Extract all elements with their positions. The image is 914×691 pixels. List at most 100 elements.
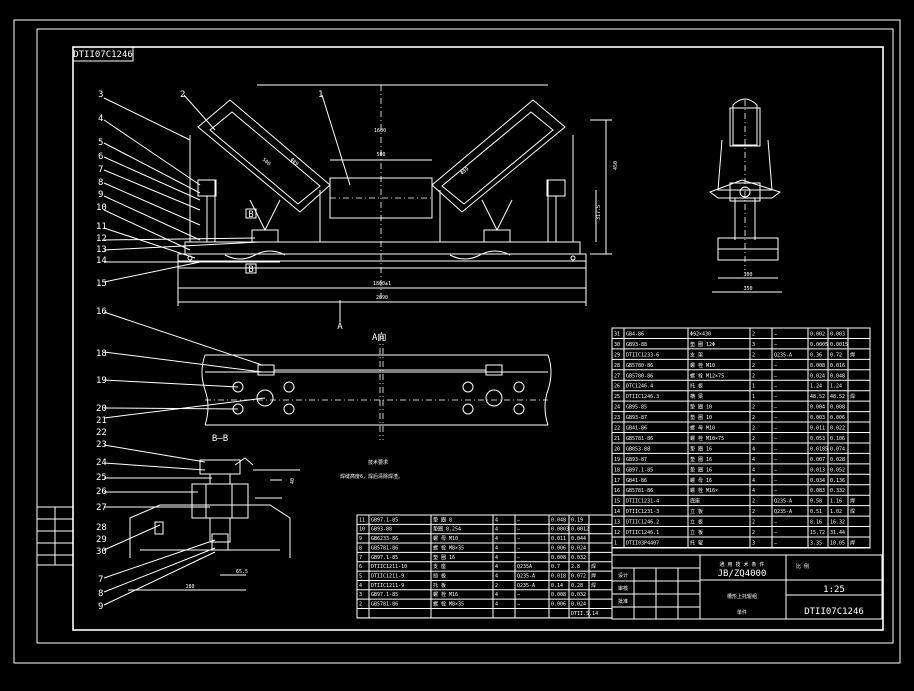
bottom-table-cell-name: 挡 板 (433, 572, 446, 579)
title-drawn: 设计 (618, 572, 628, 579)
right-table-cell-code: GB41-86 (626, 426, 647, 432)
balloon-11: 11 (96, 222, 107, 232)
tech-req-text: 焊缝高度6，焊后清除焊渣。 (340, 473, 403, 480)
right-table-cell-mat: Q235-A (774, 509, 792, 515)
bb-balloons: 23 24 25 26 27 28 29 30 7 8 9 (96, 440, 107, 612)
balloon-23: 23 (96, 440, 107, 450)
balloon-14: 14 (96, 256, 107, 266)
right-table-cell-w1: 1.24 (810, 384, 822, 390)
balloon-9: 9 (98, 190, 103, 200)
bottom-table-cell-w1: 0.008 (551, 555, 566, 561)
bottom-table-cell-qty: 4 (495, 592, 498, 598)
right-table-cell-w2: 48.52 (830, 394, 845, 400)
balloon-5: 5 (98, 138, 103, 148)
balloon-7: 7 (98, 165, 103, 175)
right-table-cell-name: 螺 栓 M10×75 (690, 435, 724, 442)
right-table-cell-w1: 0.007 (810, 457, 825, 463)
bottom-table-cell-code: GB97.1-85 (371, 592, 398, 598)
right-table-cell-note: 焊 (850, 539, 855, 546)
right-table-cell-mat: — (774, 384, 778, 390)
right-table-cell-name: 托 板 (690, 383, 703, 390)
right-table-cell-w1: 0.024 (810, 373, 825, 379)
title-general-notes: 通 用 技 术 条 件 (719, 561, 764, 568)
right-table-cell-w2: 0.136 (830, 478, 845, 484)
dim-side-300: 300 (743, 272, 752, 278)
right-table-cell-mat: Q235-A (774, 352, 792, 358)
right-table-cell-w1: 0.0185 (810, 446, 828, 452)
bottom-table-cell-code: GB93-88 (371, 527, 392, 533)
balloon-20: 20 (96, 404, 107, 414)
bottom-table-cell-w1: 0.0003 (551, 527, 569, 533)
bottom-table-cell-no: 10 (359, 527, 365, 533)
right-table-cell-w2: 0.016 (830, 363, 845, 369)
right-table-cell-no: 31 (614, 331, 620, 337)
right-table-cell-mat: — (774, 331, 778, 337)
bottom-table-cell-name: 托 板 (433, 582, 446, 589)
bottom-table-cell-mat: Q235A (517, 564, 532, 570)
balloon-19: 19 (96, 376, 107, 386)
bottom-table-cell-name: 螺 栓 M8×35 (433, 601, 464, 608)
dim-1800: 1800±1 (373, 281, 391, 287)
bottom-table-cell-no: 3 (359, 592, 362, 598)
right-table-cell-name: 垫 圈 16 (690, 456, 712, 463)
right-table-cell-no: 1 (614, 540, 617, 546)
right-table-cell-w2: 31.44 (830, 530, 845, 536)
bottom-table-cell-w1: 0.011 (551, 536, 566, 542)
right-table-cell-w2: 0.008 (830, 405, 845, 411)
right-table-cell-qty: 4 (752, 467, 755, 473)
dim-2090: 2090 (376, 295, 388, 301)
right-table-cell-w1: 15.72 (810, 530, 825, 536)
bottom-table-cell-qty: 4 (495, 602, 498, 608)
bottom-table-cell-note: 焊 (591, 563, 596, 570)
bottom-table-cell-w2: 0.28 (571, 583, 583, 589)
bottom-table-cell-w1: 0.006 (551, 545, 566, 551)
right-table-cell-mat: Q235-A (774, 499, 792, 505)
section-bb-title: B—B (212, 434, 228, 444)
right-table-cell-w2: 0.0015 (830, 342, 848, 348)
section-b-top: B (248, 210, 253, 220)
right-table-cell-no: 27 (614, 373, 620, 379)
right-table-cell-w2: 10.05 (830, 540, 845, 546)
view-a (201, 335, 552, 440)
right-table-cell-qty: 4 (752, 446, 755, 452)
right-table-cell-qty: 2 (752, 405, 755, 411)
balloon-15: 15 (96, 279, 107, 289)
right-table-cell-code: GB93-88 (626, 342, 647, 348)
right-table-cell-w2: 0.028 (830, 457, 845, 463)
balloon-18: 18 (96, 349, 107, 359)
inner-frame (36, 28, 894, 644)
right-table-cell-code: DTIIC1231-3 (626, 509, 659, 515)
right-table-cell-qty: 2 (752, 352, 755, 358)
bottom-table-cell-mat: — (517, 536, 521, 542)
right-table-cell-mat: — (774, 405, 778, 411)
bottom-table-cell-w2: 0.024 (571, 545, 586, 551)
balloon-26: 26 (96, 487, 107, 497)
view-a-title: A向 (372, 331, 386, 343)
dim-40: 40 (290, 478, 296, 484)
right-table-cell-w2: 0.074 (830, 446, 845, 452)
right-table-cell-name: 垫 圈 16 (690, 466, 712, 473)
bottom-table-cell-code: DTIIC1211-9 (371, 573, 404, 579)
right-table-cell-name: 立 板 (690, 508, 703, 515)
right-table-cell-no: 17 (614, 478, 620, 484)
right-table-cell-name: 螺 栓 M10 (690, 362, 715, 369)
bottom-table-cell-w2: 2.8 (571, 564, 580, 570)
front-dimensions (177, 84, 612, 306)
bottom-table-cell-w1: 0.14 (551, 583, 563, 589)
balloon-25: 25 (96, 473, 107, 483)
bottom-table-cell-w2: DTII.5.14 (571, 611, 598, 617)
bottom-table-cell-qty: 4 (495, 573, 498, 579)
dim-1600: 1600 (374, 128, 386, 134)
bottom-table-cell-code: GB6233-86 (371, 536, 398, 542)
stamp-box (72, 46, 134, 62)
right-table-cell-w1: 0.002 (810, 331, 825, 337)
right-table-cell-name: 螺 母 16 (690, 477, 712, 484)
bottom-table-cell-name: 垫圈 8.254 (433, 526, 461, 533)
right-table-cell-mat: — (774, 342, 778, 348)
right-table-cell-no: 28 (614, 363, 620, 369)
bottom-table-cell-w2: 0.032 (571, 592, 586, 598)
right-table-cell-w2: 1.02 (830, 509, 842, 515)
view-a-leaders (103, 311, 266, 419)
right-table-cell-w2: 0.332 (830, 488, 845, 494)
